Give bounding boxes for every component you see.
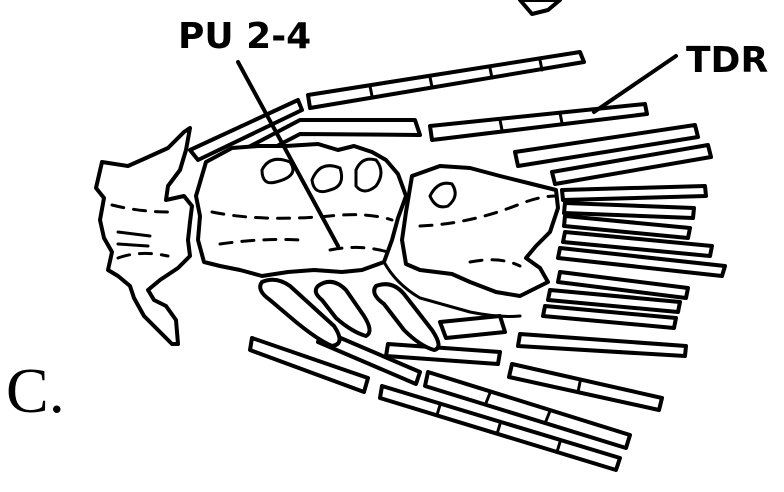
tdr-label: TDR <box>686 40 768 81</box>
fin-ray <box>386 344 500 364</box>
fin-ray <box>440 316 505 338</box>
pu-label: PU 2-4 <box>178 16 311 57</box>
fin-ray <box>564 203 694 218</box>
fin-ray <box>562 186 706 200</box>
haemal-spine <box>374 284 438 350</box>
fin-ray <box>518 334 686 356</box>
fin-ray <box>308 52 584 108</box>
panel-label: C. <box>6 355 65 426</box>
lower-fin-rays <box>250 272 688 470</box>
hypural <box>402 166 558 296</box>
top-edge-fragment <box>520 0 560 14</box>
fin-ray-tdr <box>430 104 647 140</box>
centrum-pu2-4 <box>196 144 406 276</box>
